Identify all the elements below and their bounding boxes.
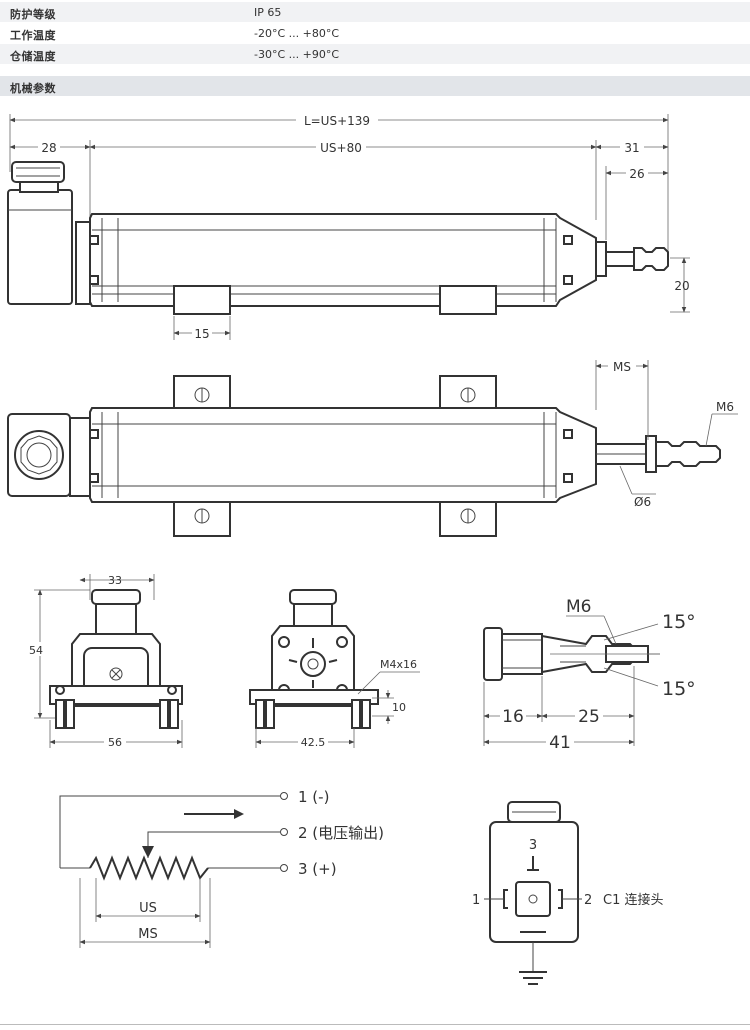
dim-overall-length: L=US+139: [304, 114, 370, 128]
dim-conn-a: 16: [502, 707, 524, 727]
circuit-diagram: 1 (-) 2 (电压输出) 3 (+) US MS: [59, 788, 384, 948]
dim-conn-m6: M6: [566, 597, 591, 617]
us-label: US: [139, 901, 157, 916]
connector-pinout: 3 1 2 C1 连接头: [472, 801, 663, 985]
front-view-drawing: 33 54 56: [28, 574, 183, 749]
pin-left-label: 1: [472, 893, 480, 908]
dim-height: 20: [674, 279, 689, 293]
dim-rear-height: 10: [392, 701, 406, 714]
dim-body-length: US+80: [320, 141, 362, 155]
pin-top-label: 3: [529, 838, 537, 853]
pin1-label: 1 (-): [298, 788, 329, 806]
top-view-drawing: MS M6 Ø6: [7, 358, 738, 537]
dim-ms: MS: [613, 360, 631, 374]
dim-rear-screw: M4x16: [380, 658, 417, 671]
dim-rod-offset: 26: [629, 167, 644, 181]
bottom-divider: [0, 1024, 750, 1025]
dim-bracket-width: 15: [194, 327, 209, 341]
dim-right-offset: 31: [624, 141, 639, 155]
dim-conn-total: 41: [549, 733, 571, 753]
spec-label: 仓储温度: [10, 50, 56, 63]
spec-row-storage-temp: 仓储温度 -30°C ... +90°C: [0, 44, 750, 64]
dim-front-base: 56: [108, 736, 122, 749]
dim-front-height: 54: [29, 644, 43, 657]
ms-label: MS: [138, 927, 157, 942]
dim-conn-b: 25: [578, 707, 600, 727]
dim-rear-base: 42.5: [301, 736, 326, 749]
angle-top: 15°: [662, 611, 696, 633]
pin2-label: 2 (电压输出): [298, 824, 384, 842]
rod-end-detail: M6 15° 15° 16 25 41: [483, 597, 696, 753]
pin3-label: 3 (+): [298, 860, 337, 878]
section-header: 机械参数: [0, 76, 750, 96]
section-title: 机械参数: [10, 82, 56, 95]
dim-m6-top: M6: [716, 400, 734, 414]
pin-right-label: 2: [584, 893, 592, 908]
spec-value: -30°C ... +90°C: [254, 48, 340, 61]
spec-label: 防护等级: [10, 8, 56, 21]
rear-view-drawing: M4x16 10 42.5: [249, 589, 420, 749]
spec-label: 工作温度: [10, 29, 56, 42]
spec-row-protection: 防护等级 IP 65: [0, 2, 750, 22]
connector-name: C1 连接头: [603, 892, 663, 908]
spec-value: -20°C ... +80°C: [254, 27, 340, 40]
side-view-drawing: L=US+139 28 US+80 31 26: [7, 112, 690, 341]
spec-value: IP 65: [254, 6, 282, 19]
dim-front-width: 33: [108, 574, 122, 587]
dim-left-offset: 28: [41, 141, 56, 155]
spec-row-working-temp: 工作温度 -20°C ... +80°C: [0, 23, 750, 43]
angle-bottom: 15°: [662, 678, 696, 700]
dim-rod-diameter: Ø6: [634, 495, 651, 509]
